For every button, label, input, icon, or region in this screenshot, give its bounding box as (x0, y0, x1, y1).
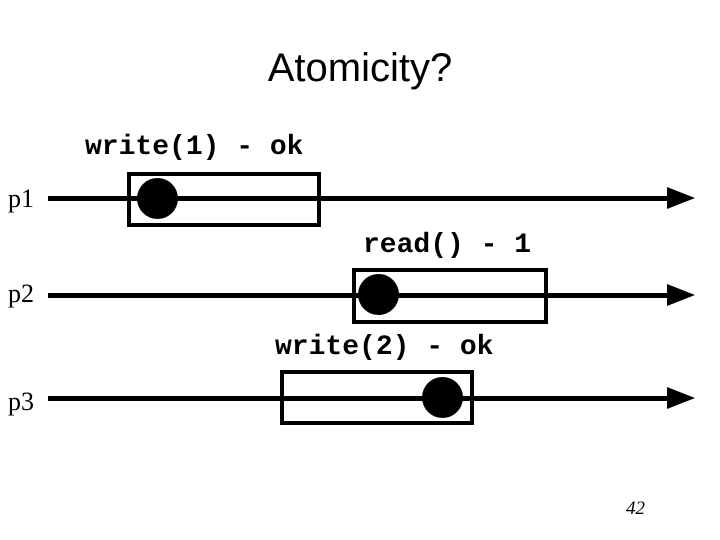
operation-label-p1: write(1) - ok (85, 132, 304, 163)
timeline-line-p3 (48, 395, 673, 401)
process-label-p3: p3 (8, 387, 34, 416)
operation-box-p3 (280, 370, 474, 425)
arrowhead-icon (667, 387, 695, 409)
commit-point-dot-p1 (137, 178, 178, 219)
arrowhead-icon (667, 187, 695, 209)
operation-box-p2 (352, 268, 548, 324)
operation-label-p3: write(2) - ok (275, 332, 494, 363)
slide-title: Atomicity? (267, 46, 453, 90)
operation-box-p1 (127, 172, 321, 227)
commit-point-dot-p3 (422, 377, 463, 418)
arrowhead-icon (667, 284, 695, 306)
timeline-line-p1 (48, 195, 673, 201)
process-label-p1: p1 (8, 184, 34, 213)
page-number: 42 (626, 498, 645, 519)
operation-label-p2: read() - 1 (363, 230, 532, 261)
commit-point-dot-p2 (358, 274, 399, 315)
process-label-p2: p2 (8, 279, 34, 308)
